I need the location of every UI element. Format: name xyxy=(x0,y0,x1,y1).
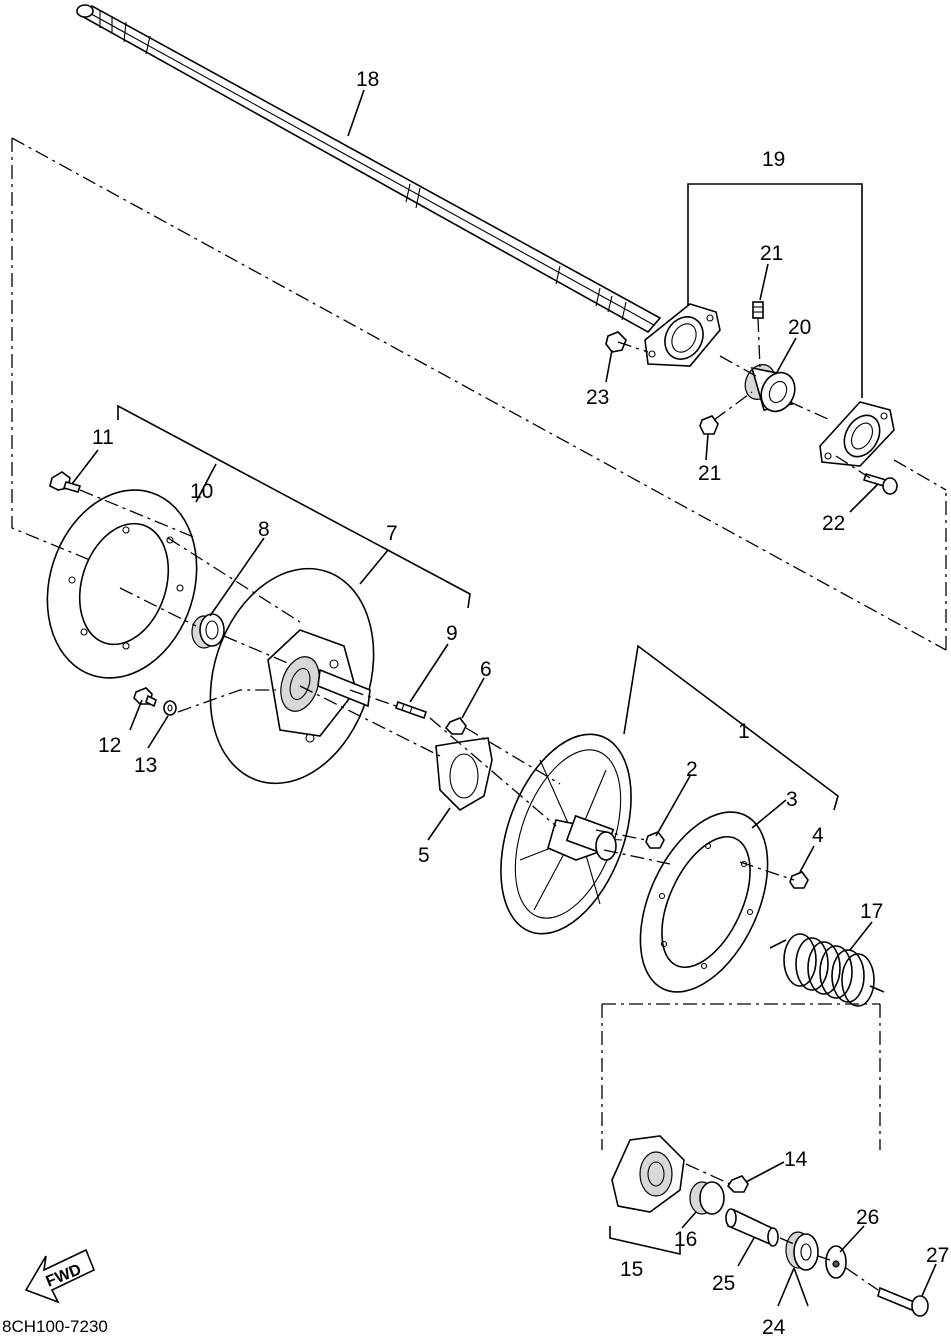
washer-part-24 xyxy=(785,1231,819,1271)
callout-21-bottom: 21 xyxy=(698,462,721,485)
callout-9: 9 xyxy=(446,622,458,645)
ring-part-3 xyxy=(639,811,769,993)
callout-2: 2 xyxy=(686,758,698,781)
callout-7: 7 xyxy=(386,522,398,545)
callout-13: 13 xyxy=(134,754,157,777)
callout-14: 14 xyxy=(784,1148,808,1171)
fwd-arrow-icon: FWD xyxy=(24,1248,96,1304)
screw-part-6 xyxy=(444,717,467,735)
bearing-housing-left xyxy=(644,303,721,367)
disc-part-10 xyxy=(46,489,198,679)
callout-25: 25 xyxy=(712,1272,735,1295)
callout-8: 8 xyxy=(258,518,270,541)
callout-15: 15 xyxy=(620,1258,643,1281)
sleeve-part-25 xyxy=(725,1208,779,1247)
callout-11: 11 xyxy=(92,426,114,449)
nut-part-23 xyxy=(605,331,627,353)
callout-26: 26 xyxy=(856,1206,879,1229)
callout-20: 20 xyxy=(788,316,811,339)
leader-lines xyxy=(71,89,937,1297)
callout-4: 4 xyxy=(812,824,824,847)
callout-19: 19 xyxy=(762,148,785,171)
assembly-lines xyxy=(11,137,947,1291)
callout-10: 10 xyxy=(190,480,213,503)
callout-17: 17 xyxy=(860,900,883,923)
bushing-part-16 xyxy=(689,1181,725,1215)
callout-3: 3 xyxy=(786,788,798,811)
grease-fitting-top-part-21 xyxy=(752,301,764,319)
callout-labels: 1 2 3 4 5 6 7 8 9 10 11 12 13 14 15 16 1… xyxy=(92,68,949,1336)
callout-6: 6 xyxy=(480,658,492,681)
bolt-part-12 xyxy=(133,687,157,708)
washer-part-13 xyxy=(163,700,177,716)
spider-part-1 xyxy=(500,733,632,935)
plate-part-5 xyxy=(435,737,493,812)
callout-24: 24 xyxy=(762,1316,786,1336)
callout-27: 27 xyxy=(926,1244,949,1267)
callout-5: 5 xyxy=(418,844,430,867)
group-brackets xyxy=(117,183,863,1307)
bolt-part-11 xyxy=(49,471,82,493)
callout-1: 1 xyxy=(738,720,750,743)
callout-21-top: 21 xyxy=(760,242,783,265)
bearing-part-20 xyxy=(744,364,796,413)
drawing-code: 8CH100-7230 xyxy=(2,1317,108,1336)
screw-part-4 xyxy=(789,871,809,889)
callout-22: 22 xyxy=(822,512,845,535)
shaft-part-18 xyxy=(76,4,662,334)
spring-part-17 xyxy=(769,933,885,1007)
nut-part-14 xyxy=(726,1175,749,1193)
screw-part-2 xyxy=(645,831,665,849)
collar-part-8 xyxy=(191,613,225,649)
washer-part-26 xyxy=(825,1245,847,1279)
sheave-part-7 xyxy=(209,567,375,785)
bolt-part-27 xyxy=(877,1286,929,1317)
callout-18: 18 xyxy=(356,68,379,91)
nut-part-21 xyxy=(699,415,719,435)
callout-12: 12 xyxy=(98,734,121,757)
pin-part-9 xyxy=(394,700,428,720)
cap-part-15 xyxy=(611,1135,685,1213)
callout-23: 23 xyxy=(586,386,609,409)
bearing-housing-right xyxy=(819,401,895,467)
callout-16: 16 xyxy=(674,1228,697,1251)
